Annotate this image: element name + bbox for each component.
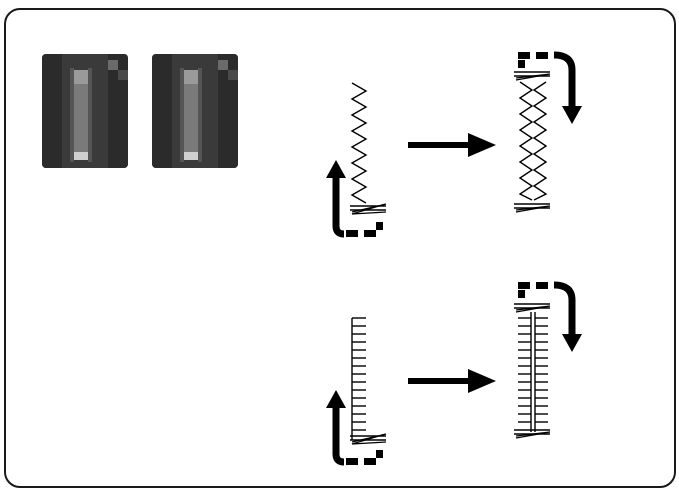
arrow-bottom	[408, 369, 496, 393]
zigzag-step2	[514, 51, 582, 213]
buttonhole-icon-2[interactable]	[152, 54, 238, 168]
arrow-top	[408, 133, 496, 157]
straight-step2	[514, 281, 582, 439]
buttonhole-icon-1[interactable]	[42, 54, 128, 168]
straight-step1	[326, 317, 387, 466]
zigzag-step1	[326, 82, 387, 238]
